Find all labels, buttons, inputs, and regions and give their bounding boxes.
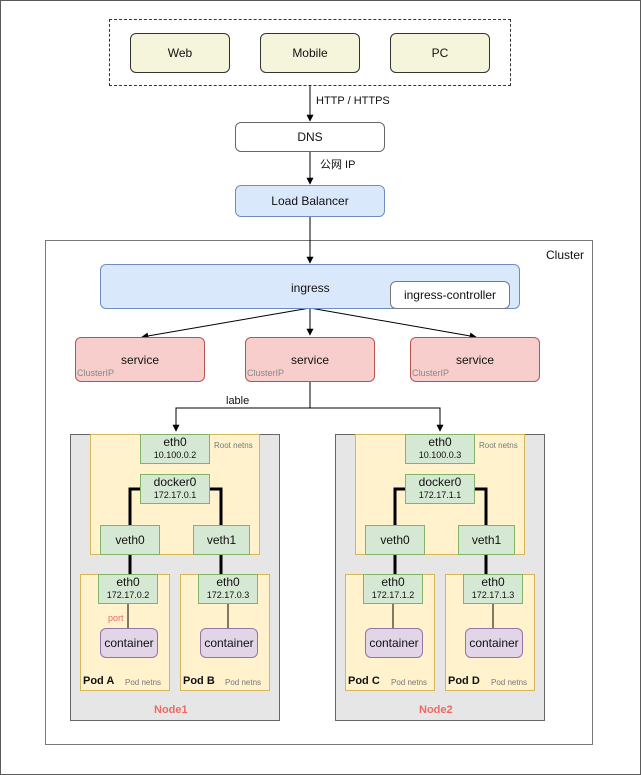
client-mobile: Mobile [260,33,360,73]
client-web: Web [130,33,230,73]
pod-b-container-label: container [204,636,254,650]
ingress-controller-label: ingress-controller [403,288,497,302]
service-mid-label: service [290,352,329,367]
node2-eth0-name: eth0 [428,435,452,449]
node2-root-netns-label: Root netns [479,441,518,450]
service-right-box: service [410,337,540,382]
node2-docker0-ip: 172.17.1.1 [418,490,462,500]
bridge-node2-right [475,487,488,525]
wire-service-to-node2 [310,407,444,432]
node1-root-netns-label: Root netns [214,441,253,450]
dns-box: DNS [235,122,385,152]
pod-b-label: Pod B [183,675,215,687]
pod-d-container: container [465,628,523,658]
pod-a-eth0-ip: 172.17.0.2 [106,590,150,600]
pod-c-label: Pod C [348,675,380,687]
node2-veth0-label: veth0 [380,533,410,547]
service-right-label: service [455,352,494,367]
client-web-label: Web [167,46,193,60]
node1-veth0-label: veth0 [115,533,145,547]
pod-d-eth0-name: eth0 [481,575,505,589]
pod-c-container-label: container [369,636,419,650]
client-pc-label: PC [431,46,449,60]
node2-eth0-ip: 10.100.0.3 [418,450,462,460]
ingress-controller-box: ingress-controller [390,281,510,309]
pod-a-container-label: container [104,636,154,650]
node2-label: Node2 [419,704,453,716]
pod-d-netns-label: Pod netns [491,678,528,687]
clients-group [109,19,511,86]
node1-eth0-name: eth0 [163,435,187,449]
service-mid-box: service [245,337,375,382]
node1-veth0: veth0 [100,525,160,555]
client-mobile-label: Mobile [292,46,328,60]
node1-eth0-ip: 10.100.0.2 [153,450,197,460]
node1-veth1: veth1 [193,525,250,555]
node1-label: Node1 [154,704,188,716]
pod-b-eth0-name: eth0 [216,575,240,589]
bridge-node2-left [393,487,405,525]
load-balancer-label: Load Balancer [271,194,349,208]
arrow-ingress-to-service-right [309,307,477,340]
pod-d-container-label: container [469,636,519,650]
edge-label-lable: lable [226,395,250,407]
pod-a-eth0-name: eth0 [116,575,140,589]
pod-d-eth0-ip: 172.17.1.3 [471,590,515,600]
load-balancer-box: Load Balancer [235,185,385,217]
pod-c-container: container [365,628,423,658]
pod-a-label: Pod A [83,675,115,687]
bridge-node1-right [210,487,223,525]
service-left-box: service [75,337,205,382]
node2-docker0-name: docker0 [418,475,462,489]
bridge-node1-left [128,487,140,525]
pod-c-netns-label: Pod netns [391,678,428,687]
node2-veth0: veth0 [365,525,425,555]
cluster-label: Cluster [546,248,585,262]
service-right-type: ClusterIP [412,368,450,378]
pod-a-port-label: port [108,613,124,623]
edge-label-http: HTTP / HTTPS [316,95,390,107]
pod-b-eth0-ip: 172.17.0.3 [206,590,250,600]
service-left-type: ClusterIP [77,368,115,378]
node2-veth1-label: veth1 [471,533,502,547]
dns-label: DNS [297,130,323,144]
node2-veth1: veth1 [458,525,515,555]
arrow-ingress-to-service-left [141,307,311,340]
client-pc: PC [390,33,490,73]
ingress-label: ingress [291,281,330,295]
pod-c-eth0-name: eth0 [381,575,405,589]
pod-b-netns-label: Pod netns [225,678,262,687]
node1-docker0-name: docker0 [153,475,197,489]
pod-c-eth0-ip: 172.17.1.2 [371,590,415,600]
wire-service-to-nodes [172,382,311,432]
pod-a-container: container [100,628,158,658]
node1-docker0-ip: 172.17.0.1 [153,490,197,500]
service-left-label: service [120,352,159,367]
edge-label-public-ip: 公网 IP [320,159,356,171]
pod-d-label: Pod D [448,675,480,687]
service-mid-type: ClusterIP [247,368,285,378]
node1-veth1-label: veth1 [206,533,237,547]
pod-a-netns-label: Pod netns [125,678,162,687]
pod-b-container: container [200,628,258,658]
